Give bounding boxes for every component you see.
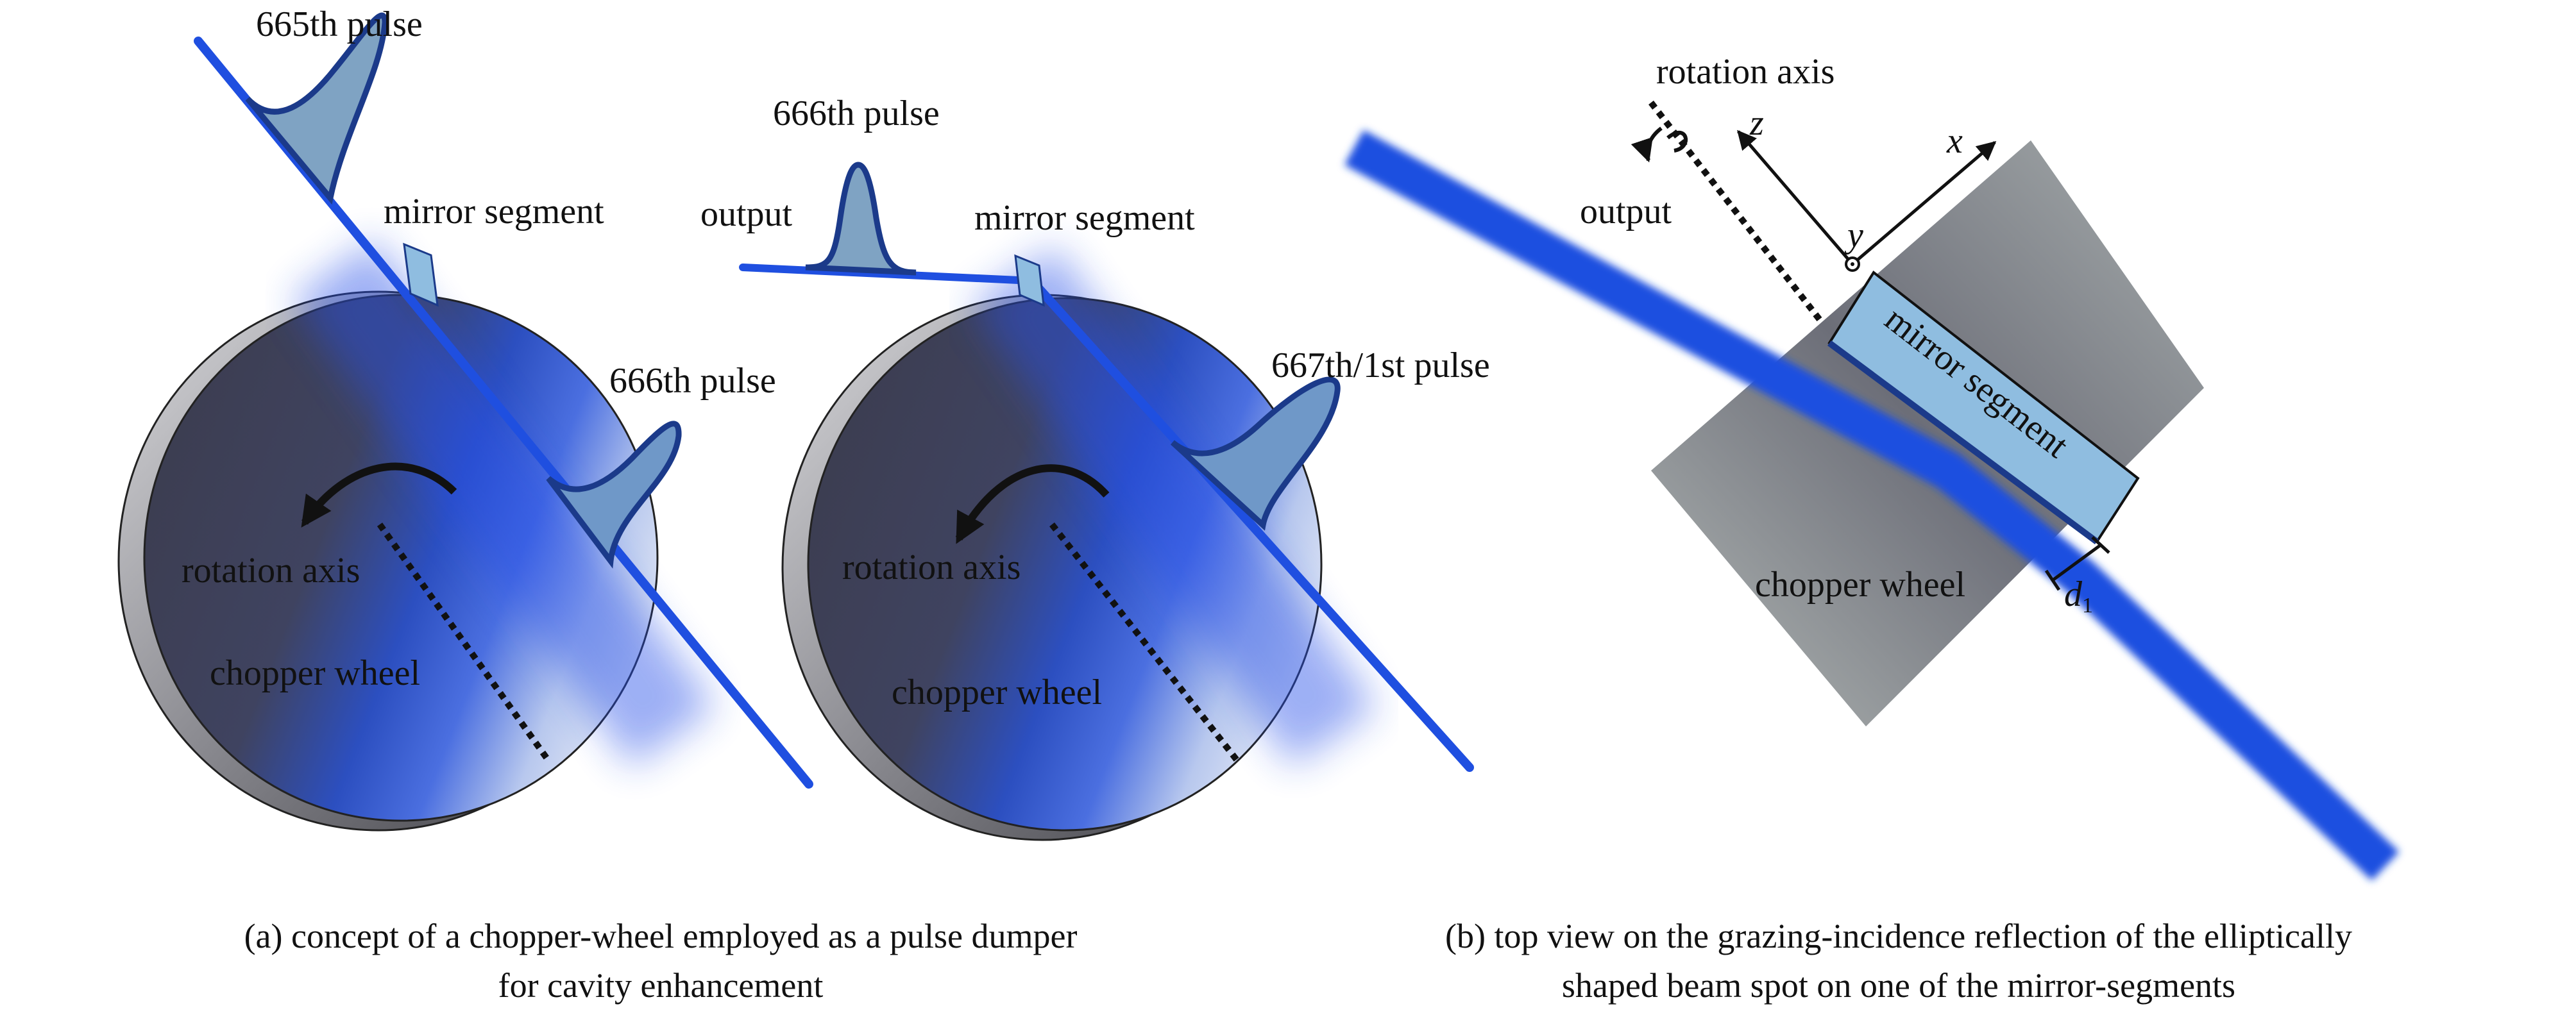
beam-glow bbox=[971, 246, 1377, 767]
label-rotation-axis-right: rotation axis bbox=[842, 548, 1021, 587]
label-x: x bbox=[1946, 121, 1963, 161]
label-rotation-axis-left: rotation axis bbox=[182, 551, 360, 590]
label-mirror-segment-left: mirror segment bbox=[384, 192, 604, 231]
rotation-arrow-b-icon bbox=[1647, 126, 1688, 160]
pulse-667-shape bbox=[1170, 376, 1341, 531]
label-666th-pulse-left: 666th pulse bbox=[609, 361, 776, 401]
label-output-a: output bbox=[700, 194, 793, 234]
output-beam bbox=[739, 264, 1036, 285]
pulse-666-shape bbox=[546, 421, 682, 569]
right-chopper-wheel bbox=[781, 246, 1377, 841]
beam-glow bbox=[292, 239, 715, 768]
caption-b-line2: shaped beam spot on one of the mirror-se… bbox=[1562, 966, 2235, 1005]
label-666th-pulse-top: 666th pulse bbox=[773, 94, 940, 133]
label-y: y bbox=[1844, 215, 1863, 255]
beam-top-view bbox=[1344, 130, 2400, 881]
caption-b-line1: (b) top view on the grazing-incidence re… bbox=[1445, 917, 2352, 955]
beam-right bbox=[1028, 276, 1474, 772]
label-667th-1st-pulse: 667th/1st pulse bbox=[1271, 346, 1490, 385]
rotation-arrow-left-icon bbox=[301, 462, 457, 528]
label-d1: d1 bbox=[2064, 574, 2093, 617]
mirror-segment-right bbox=[1014, 254, 1045, 307]
label-rotation-axis-b: rotation axis bbox=[1656, 52, 1835, 92]
chopper-wheel-top-view bbox=[1651, 140, 2204, 726]
rotation-axis-b bbox=[1648, 100, 1823, 323]
label-chopper-wheel-b: chopper wheel bbox=[1755, 565, 1965, 605]
pulse-665-shape bbox=[245, 12, 388, 205]
d1-dimension-marker bbox=[2044, 536, 2110, 591]
caption-a-line2: for cavity enhancement bbox=[498, 966, 824, 1005]
label-output-b: output bbox=[1580, 192, 1672, 231]
coordinate-axes bbox=[1737, 130, 1997, 272]
label-z: z bbox=[1749, 103, 1764, 143]
caption-a-line1: (a) concept of a chopper-wheel employed … bbox=[244, 917, 1078, 955]
label-665th-pulse: 665th pulse bbox=[256, 4, 423, 44]
rotation-axis-right bbox=[1049, 522, 1241, 765]
rotation-arrow-right-icon bbox=[955, 464, 1110, 544]
pulse-output-shape bbox=[805, 162, 917, 276]
label-chopper-wheel-left: chopper wheel bbox=[210, 653, 420, 693]
label-mirror-segment-right: mirror segment bbox=[974, 198, 1195, 238]
mirror-segment-left bbox=[403, 242, 439, 307]
label-chopper-wheel-right: chopper wheel bbox=[892, 673, 1102, 712]
